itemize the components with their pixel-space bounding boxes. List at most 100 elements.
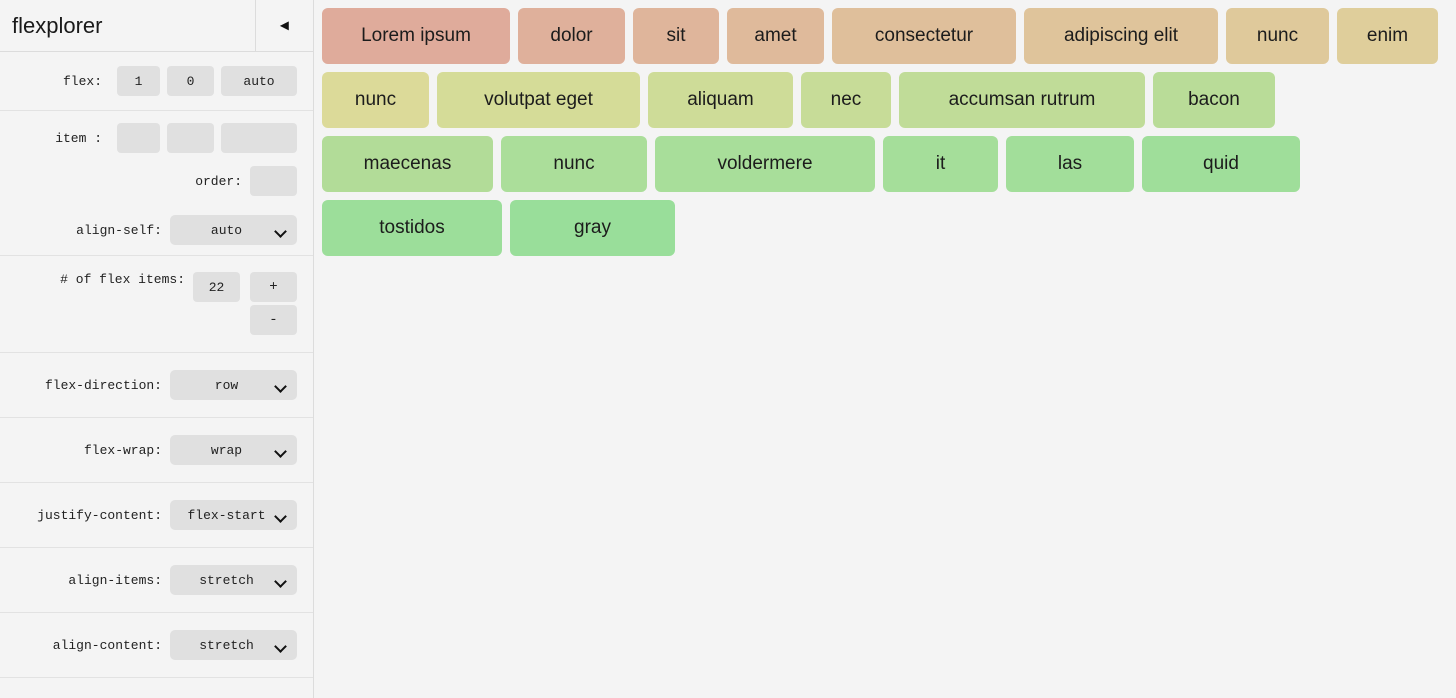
flex-item[interactable]: dolor — [518, 8, 625, 64]
flex-wrap-label: flex-wrap: — [83, 442, 162, 458]
page-title: flexplorer — [12, 12, 103, 38]
item-label: item : — [55, 130, 102, 146]
section-item: item : order: align-self: autoflex-start… — [0, 111, 313, 256]
align-self-select[interactable]: autoflex-startflex-endcenterbaselinestre… — [170, 215, 297, 245]
align-items-label: align-items: — [68, 572, 162, 588]
flex-item[interactable]: nunc — [501, 136, 647, 192]
flex-item-label: amet — [754, 25, 797, 46]
flex-item-label: quid — [1203, 153, 1239, 174]
flex-preview-area: Lorem ipsum dolor sit amet consectetur adipis… — [314, 0, 1456, 698]
chevron-down-icon: stretchflex-startflex-endcenterspace-bet… — [170, 630, 297, 660]
flex-item-label: gray — [574, 217, 611, 238]
flex-item[interactable]: Lorem ipsum — [322, 8, 510, 64]
row-align-content: align-content: stretchflex-startflex-end… — [0, 613, 313, 677]
flex-item[interactable]: nunc — [322, 72, 429, 128]
chevron-down-icon: flex-startflex-endcenterspace-betweenspa… — [170, 500, 297, 530]
flex-item-label: adipiscing elit — [1063, 25, 1179, 46]
flex-item-label: bacon — [1188, 89, 1240, 110]
section-flex-shorthand: flex: — [0, 52, 313, 111]
chevron-down-icon: autoflex-startflex-endcenterbaselinestre… — [170, 215, 297, 245]
section-item-count: # of flex items: + - — [0, 256, 313, 353]
row-align-items: align-items: stretchflex-startflex-endce… — [0, 548, 313, 612]
item-count-stepper: + - — [250, 272, 297, 335]
sidebar-header: flexplorer ◂ — [0, 0, 313, 52]
section-justify-content: justify-content: flex-startflex-endcente… — [0, 483, 313, 548]
flex-item[interactable]: maecenas — [322, 136, 493, 192]
flex-item[interactable]: nec — [801, 72, 891, 128]
flex-label: flex: — [62, 73, 102, 89]
chevron-down-icon: rowrow-reversecolumncolumn-reverse — [170, 370, 297, 400]
flex-item[interactable]: quid — [1142, 136, 1300, 192]
flex-item-label: las — [1057, 153, 1083, 174]
flex-item-label: consectetur — [874, 25, 974, 46]
flex-item-label: nec — [830, 89, 862, 110]
flex-item-label: volutpat eget — [484, 89, 593, 110]
row-flex: flex: — [0, 52, 313, 110]
item-count-label: # of flex items: — [60, 272, 185, 287]
flex-item-label: enim — [1366, 25, 1409, 46]
align-self-label: align-self: — [76, 222, 162, 238]
row-order: order: — [0, 157, 313, 205]
flex-item-label: dolor — [550, 25, 593, 46]
item-count-decrement-button[interactable]: - — [250, 305, 297, 335]
item-count-input[interactable] — [193, 272, 240, 302]
flex-container: Lorem ipsum dolor sit amet consectetur adipis… — [314, 0, 1456, 264]
section-flex-wrap: flex-wrap: nowrapwrapwrap-reverse — [0, 418, 313, 483]
chevron-down-icon: stretchflex-startflex-endcenterbaseline — [170, 565, 297, 595]
section-align-items: align-items: stretchflex-startflex-endce… — [0, 548, 313, 613]
flex-item-label: sit — [666, 25, 686, 46]
row-item: item : — [0, 111, 313, 157]
item-shrink-input[interactable] — [167, 123, 214, 153]
flex-item-label: accumsan rutrum — [948, 89, 1096, 110]
justify-content-select[interactable]: flex-startflex-endcenterspace-betweenspa… — [170, 500, 297, 530]
sidebar-collapse-button[interactable]: ◂ — [255, 0, 313, 51]
flex-item[interactable]: sit — [633, 8, 719, 64]
flex-item-label: nunc — [1256, 25, 1299, 46]
item-count-controls: + - — [193, 272, 297, 335]
flex-item-label: voldermere — [717, 153, 813, 174]
flex-item-label: maecenas — [363, 153, 452, 174]
flex-item[interactable]: volutpat eget — [437, 72, 640, 128]
flex-item-label: it — [935, 153, 946, 174]
align-items-select[interactable]: stretchflex-startflex-endcenterbaseline — [170, 565, 297, 595]
item-basis-input[interactable] — [221, 123, 297, 153]
flex-item[interactable]: gray — [510, 200, 675, 256]
section-align-content: align-content: stretchflex-startflex-end… — [0, 613, 313, 678]
row-flex-direction: flex-direction: rowrow-reversecolumncolu… — [0, 353, 313, 417]
flex-basis-input[interactable] — [221, 66, 297, 96]
chevron-down-icon: nowrapwrapwrap-reverse — [170, 435, 297, 465]
chevron-left-icon: ◂ — [280, 16, 289, 34]
flex-direction-select[interactable]: rowrow-reversecolumncolumn-reverse — [170, 370, 297, 400]
order-input[interactable] — [250, 166, 297, 196]
flex-item[interactable]: it — [883, 136, 998, 192]
flex-item[interactable]: nunc — [1226, 8, 1329, 64]
flex-item[interactable]: accumsan rutrum — [899, 72, 1145, 128]
flex-item-label: tostidos — [379, 217, 445, 238]
flex-item[interactable]: las — [1006, 136, 1134, 192]
flex-item[interactable]: consectetur — [832, 8, 1016, 64]
justify-content-label: justify-content: — [37, 507, 162, 523]
flex-item[interactable]: voldermere — [655, 136, 875, 192]
item-count-increment-button[interactable]: + — [250, 272, 297, 302]
flex-item[interactable]: adipiscing elit — [1024, 8, 1218, 64]
sidebar: flexplorer ◂ flex: item : order: — [0, 0, 314, 698]
row-justify-content: justify-content: flex-startflex-endcente… — [0, 483, 313, 547]
flex-item-label: nunc — [553, 153, 595, 174]
flex-item[interactable]: bacon — [1153, 72, 1275, 128]
align-content-label: align-content: — [52, 637, 162, 653]
flex-item[interactable]: amet — [727, 8, 824, 64]
flex-item[interactable]: tostidos — [322, 200, 502, 256]
flex-shrink-input[interactable] — [167, 66, 214, 96]
flex-item-label: nunc — [354, 89, 397, 110]
order-label: order: — [195, 173, 242, 189]
row-align-self: align-self: autoflex-startflex-endcenter… — [0, 205, 313, 255]
flex-item[interactable]: enim — [1337, 8, 1438, 64]
flex-item[interactable]: aliquam — [648, 72, 793, 128]
item-grow-input[interactable] — [117, 123, 160, 153]
flex-wrap-select[interactable]: nowrapwrapwrap-reverse — [170, 435, 297, 465]
row-flex-wrap: flex-wrap: nowrapwrapwrap-reverse — [0, 418, 313, 482]
section-flex-direction: flex-direction: rowrow-reversecolumncolu… — [0, 353, 313, 418]
align-content-select[interactable]: stretchflex-startflex-endcenterspace-bet… — [170, 630, 297, 660]
flex-grow-input[interactable] — [117, 66, 160, 96]
